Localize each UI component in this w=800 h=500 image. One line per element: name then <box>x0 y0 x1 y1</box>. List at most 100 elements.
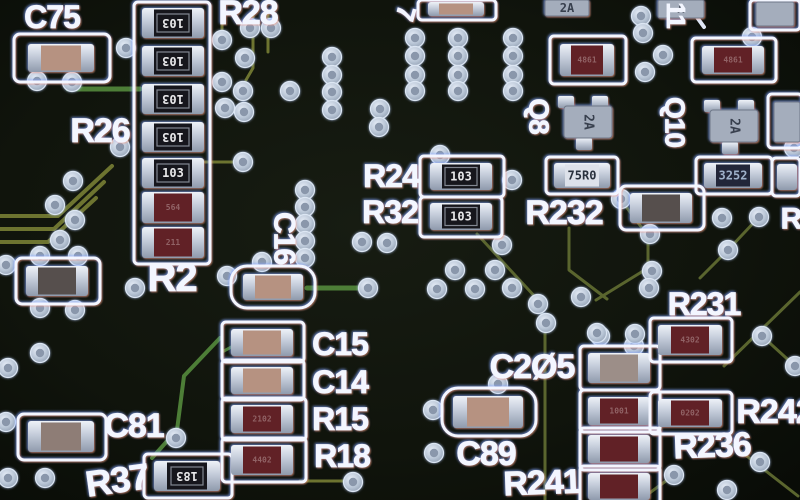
silkscreen-outline <box>578 426 662 472</box>
silkscreen-outline <box>229 264 317 310</box>
solder-pad-center <box>507 283 517 293</box>
solder-pad-center <box>757 331 767 341</box>
solder-pad-center <box>410 51 420 61</box>
component-marking: 183 <box>176 469 198 483</box>
solder-pad-center <box>645 229 655 239</box>
component-marking: 103 <box>450 170 472 184</box>
solder-pad-center <box>717 213 727 223</box>
silkscreen-label: R37 <box>83 455 151 500</box>
component-marking: 4402 <box>252 456 271 465</box>
solder-pad-center <box>592 328 602 338</box>
transistor-Q8-marking: 2A <box>581 114 596 130</box>
solder-pad-center <box>357 237 367 247</box>
component-marking: 103 <box>162 54 184 68</box>
silkscreen-label: C15 <box>312 326 368 362</box>
part-right-edge-1 <box>773 101 800 143</box>
silkscreen-label: C75 <box>24 0 80 35</box>
solder-pad-center <box>1 260 11 270</box>
component-marking: 4861 <box>577 56 596 65</box>
solder-pad-center <box>171 433 181 443</box>
solder-pad-center <box>507 175 517 185</box>
silkscreen-outline <box>748 0 800 32</box>
solder-pad-center <box>238 157 248 167</box>
sot-top-1 <box>544 0 590 17</box>
solder-pad-center <box>220 103 230 113</box>
res-R18 <box>243 446 281 474</box>
solder-pad-center <box>493 379 503 389</box>
component-marking: 75R0 <box>568 169 597 183</box>
silkscreen-outline <box>220 320 306 364</box>
solder-pad-center <box>432 284 442 294</box>
silkscreen-outline <box>766 92 800 150</box>
solder-pad-center <box>121 43 131 53</box>
res-maroon-1 <box>154 193 192 222</box>
silkscreen-label: R15 <box>312 401 368 437</box>
transistor-Q8-leg <box>558 96 574 108</box>
component-marking: 103 <box>162 16 184 30</box>
solder-pad-center <box>348 477 358 487</box>
solder-pad-center <box>410 86 420 96</box>
solder-pad-center <box>55 235 65 245</box>
solder-pad-center <box>285 86 295 96</box>
component-marking: 0202 <box>680 409 699 418</box>
silkscreen-label: C89 <box>456 435 515 473</box>
component-marking: 564 <box>166 203 181 212</box>
res-bank-4 <box>600 474 638 499</box>
transistor-Q8-body <box>563 105 613 139</box>
solder-pad-center <box>50 200 60 210</box>
marking-frame <box>156 13 190 33</box>
res-bank-3 <box>600 436 638 462</box>
solder-pad-center <box>222 271 232 281</box>
silkscreen-outline <box>440 386 538 438</box>
silkscreen-label: R <box>781 203 800 236</box>
component-marking: 103 <box>162 166 184 180</box>
copper-trace <box>0 164 114 218</box>
solder-pad-center <box>453 86 463 96</box>
silkscreen-outline <box>220 358 306 402</box>
solder-pad-center <box>266 23 276 33</box>
solder-pad-center <box>508 33 518 43</box>
solder-pad-center <box>257 257 267 267</box>
solder-pad-center <box>1 417 11 427</box>
component-marking: 2102 <box>252 415 271 424</box>
solder-pad-center <box>508 70 518 80</box>
cap-top-partial <box>439 3 473 15</box>
cap-C15 <box>243 330 281 355</box>
solder-pad-center <box>327 87 337 97</box>
res-75R0 <box>565 164 599 187</box>
transistor-Q10-leg <box>704 100 720 112</box>
silkscreen-outline <box>220 436 308 484</box>
solder-pad-center <box>130 283 140 293</box>
solder-pad-center <box>428 405 438 415</box>
solder-pad-center <box>658 50 668 60</box>
silkscreen-label: R24 <box>363 158 420 194</box>
solder-pad-center <box>644 283 654 293</box>
solder-pad-center <box>3 363 13 373</box>
silkscreen-outline <box>418 195 504 239</box>
res-maroon-top-left <box>571 45 603 75</box>
silkscreen-outline <box>690 36 778 84</box>
solder-pad-center <box>647 266 657 276</box>
component-marking: 103 <box>162 130 184 144</box>
solder-pad-center <box>239 107 249 117</box>
solder-pads <box>0 5 800 500</box>
solder-pad-center <box>410 33 420 43</box>
solder-pad-center <box>300 202 310 212</box>
solder-pad-center <box>790 361 800 371</box>
component-marking: 211 <box>166 238 181 247</box>
silkscreen-label: R18 <box>314 438 370 474</box>
res-bank-grey <box>600 354 638 382</box>
component-marking: 103 <box>162 92 184 106</box>
solder-pad-center <box>453 33 463 43</box>
res-R236 <box>671 400 709 426</box>
solder-pad-center <box>217 77 227 87</box>
solder-pad-center <box>453 51 463 61</box>
marking-frame <box>156 127 190 147</box>
solder-pad-center <box>300 253 310 263</box>
sot-top-3 <box>755 1 795 27</box>
solder-pad-center <box>375 104 385 114</box>
sot-top-2 <box>657 0 705 19</box>
transistor-Q8-leg <box>576 138 592 150</box>
